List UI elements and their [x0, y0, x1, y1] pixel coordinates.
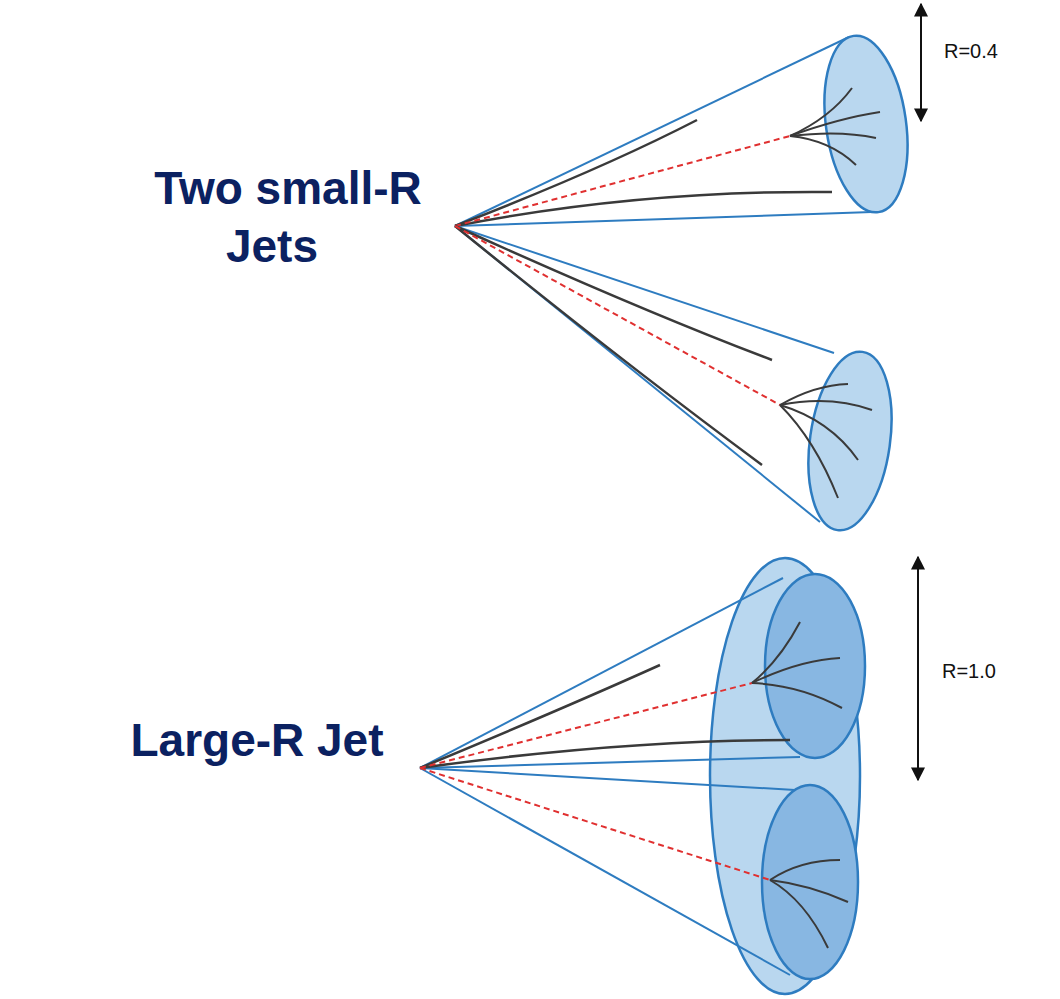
large-r-jet-cone: [420, 558, 865, 994]
jet-heading-holder: Two small-R Jets: [122, 160, 422, 275]
radius-arrow: [917, 557, 919, 780]
radius-arrow: [920, 4, 922, 121]
radius-label: R=0.4: [944, 40, 998, 63]
jet-heading: Large-R Jet: [130, 712, 383, 770]
small-r-jet-cone: [455, 226, 902, 536]
radius-label: R=1.0: [942, 660, 996, 683]
radius-label-holder: R=0.4: [944, 40, 998, 63]
small-r-jet-cone: [455, 30, 918, 226]
jet-heading-holder: Large-R Jet: [130, 712, 383, 770]
radius-label-holder: R=1.0: [942, 660, 996, 683]
jet-heading: Two small-R Jets: [122, 160, 422, 275]
